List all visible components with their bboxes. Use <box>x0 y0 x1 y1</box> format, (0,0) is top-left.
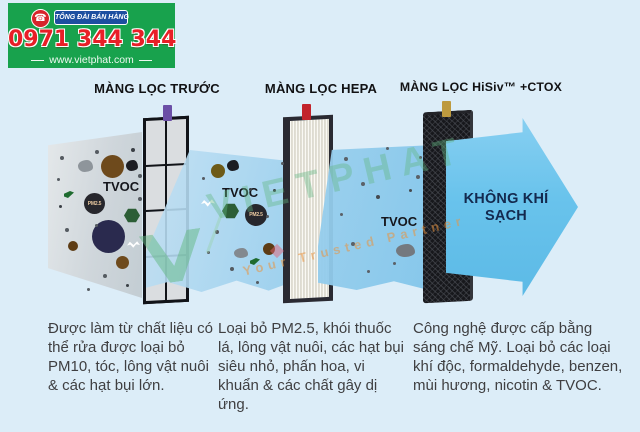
filter-2-title: MÀNG LỌC HEPA <box>264 81 378 96</box>
prefilter-cell <box>146 165 165 211</box>
clean-air-line2: SẠCH <box>485 208 527 224</box>
carbon-tab <box>442 101 451 117</box>
website-url: www.vietphat.com <box>49 54 134 66</box>
filter-2-description: Loại bỏ PM2.5, khói thuốc lá, lông vật n… <box>218 320 404 413</box>
clean-air-line1: KHÔNG KHÍ <box>463 191 549 207</box>
right-dash <box>138 59 152 61</box>
filter-3-title: MÀNG LỌC HiSiv™ +CTOX <box>399 80 563 94</box>
hotline-badge: ☎ TỔNG ĐÀI BÁN HÀNG 0971 344 344 www.vie… <box>8 3 177 68</box>
phone-icon: ☎ <box>31 9 50 28</box>
particle <box>87 288 90 291</box>
filter-1-description: Được làm từ chất liệu có thể rửa được lo… <box>48 320 213 394</box>
filter-3-description: Công nghệ được cấp bằng sáng chế Mỹ. Loạ… <box>413 320 623 394</box>
phone-number: 0971 344 344 <box>8 27 177 52</box>
hotline-row: ☎ TỔNG ĐÀI BÁN HÀNG <box>8 8 175 28</box>
dirty-air-panel <box>48 132 142 298</box>
prefilter-cell <box>167 118 186 164</box>
hepa-tab <box>302 104 311 120</box>
prefilter-tab <box>163 105 172 121</box>
prefilter-cell <box>146 120 165 165</box>
filter-1-title: MÀNG LỌC TRƯỚC <box>94 81 220 96</box>
hotline-label: TỔNG ĐÀI BÁN HÀNG <box>54 10 129 25</box>
website-row: www.vietphat.com <box>8 54 175 66</box>
clean-air-label: KHÔNG KHÍ SẠCH <box>446 191 566 225</box>
left-dash <box>31 59 45 61</box>
